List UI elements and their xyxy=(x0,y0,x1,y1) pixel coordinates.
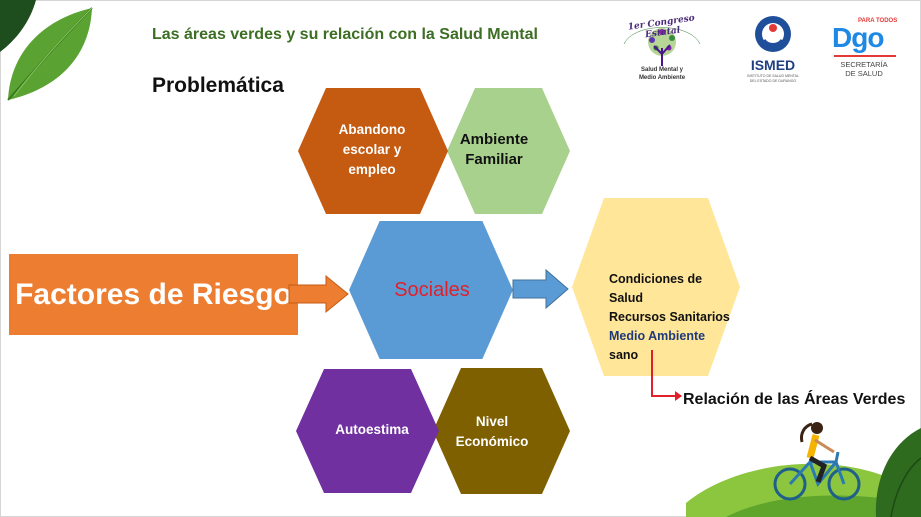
hex-ambiente-familiar xyxy=(447,88,570,214)
hex-condiciones xyxy=(572,198,740,376)
ismed-logo-caption1: INSTITUTO DE SALUD MENTAL xyxy=(747,74,799,78)
factores-de-riesgo-box: Factores de Riesgo xyxy=(9,254,298,335)
condiciones-line1: Condiciones de xyxy=(609,272,703,286)
slide-title: Las áreas verdes y su relación con la Sa… xyxy=(152,26,538,43)
dgo-logo-caption2: DE SALUD xyxy=(845,69,883,78)
dgo-logo-tagline: PARA TODOS xyxy=(858,18,898,24)
ambiente-label: Ambiente Familiar xyxy=(459,131,529,168)
ismed-emblem-icon xyxy=(755,16,791,52)
arrow-sociales-condiciones xyxy=(512,268,569,310)
autoestima-label: Autoestima xyxy=(335,422,409,437)
congreso-logo-line2: Salud Mental y xyxy=(640,67,683,73)
bike-rear-wheel-icon xyxy=(773,467,807,501)
condiciones-line4: Medio Ambiente xyxy=(609,329,706,343)
tree-icon xyxy=(623,27,701,66)
dgo-logo-mark: Dgo xyxy=(832,22,884,53)
condiciones-text: Condiciones de Salud Recursos Sanitarios… xyxy=(609,270,730,365)
relacion-areas-verdes: Relación de las Áreas Verdes xyxy=(683,391,906,408)
dgo-logo-underline xyxy=(834,55,896,57)
nivel-label: Nivel Económico xyxy=(455,414,529,449)
ismed-logo-caption2: DEL ESTADO DE DURANGO xyxy=(749,79,797,83)
red-arrowhead-icon xyxy=(675,391,682,401)
cyclist-illustration xyxy=(686,422,921,517)
hex-nivel-economico xyxy=(433,368,570,494)
abandono-label: Abandono escolar y empleo xyxy=(338,122,406,177)
sociales-label: Sociales xyxy=(394,279,470,301)
bike-front-wheel-icon xyxy=(827,467,861,501)
condiciones-line5: sano xyxy=(609,348,639,362)
condiciones-line2: Salud xyxy=(609,291,644,305)
condiciones-line3: Recursos Sanitarios xyxy=(609,310,730,324)
congreso-logo: 1er Congreso Estatal Salud Mental y Medi… xyxy=(614,13,710,86)
leaves-decoration xyxy=(0,0,93,101)
dgo-logo: PARA TODOS Dgo SECRETARÍA DE SALUD xyxy=(826,18,902,82)
ismed-logo-name: ISMED xyxy=(750,57,796,73)
red-connector xyxy=(651,350,681,397)
congreso-logo-line3: Medio Ambiente xyxy=(638,75,686,81)
hex-abandono-escolar xyxy=(298,88,448,214)
ismed-logo: ISMED INSTITUTO DE SALUD MENTAL DEL ESTA… xyxy=(736,14,810,86)
hex-autoestima xyxy=(296,369,439,493)
slide-subtitle: Problemática xyxy=(152,74,284,97)
dgo-logo-caption1: SECRETARÍA xyxy=(840,60,888,69)
arrow-factores-sociales xyxy=(288,274,349,314)
